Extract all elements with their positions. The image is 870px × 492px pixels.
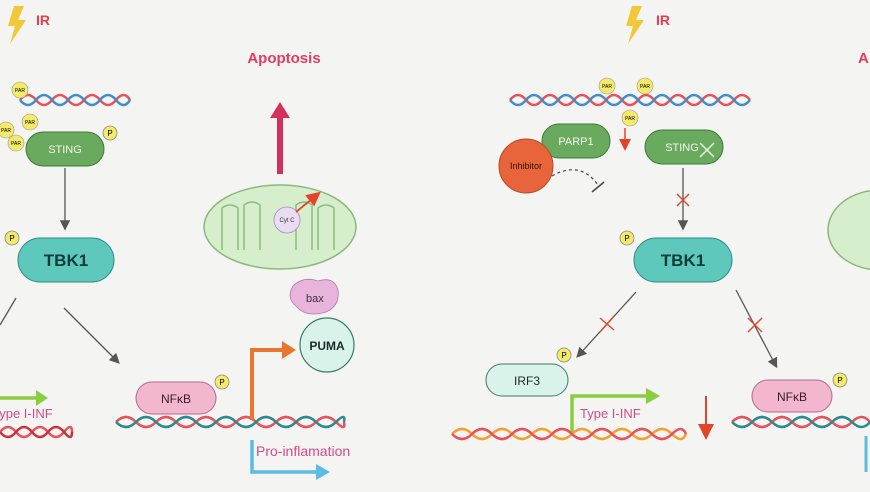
type-inf-label: Type I-INF	[580, 406, 641, 421]
dna-right-far-b	[731, 415, 870, 429]
nfkb-node	[751, 379, 833, 413]
apoptosis-arrow-shaft	[277, 116, 283, 174]
par-bubble	[0, 121, 15, 139]
dna-strand-top-a	[19, 93, 132, 107]
cyan-arrow	[250, 440, 318, 474]
phospho-label: P	[624, 234, 629, 243]
sting-label: STING	[48, 144, 82, 156]
inhibition-bar	[591, 181, 605, 193]
pro-inflammation-label: Pro-inflamation	[256, 443, 350, 459]
tbk1-node	[17, 237, 115, 283]
par-bubble	[11, 81, 29, 99]
cytc-label: Cyt C	[280, 218, 296, 224]
parp1-node	[541, 123, 611, 159]
nfkb-node	[135, 381, 217, 415]
tbk1-node	[633, 237, 733, 283]
orange-arrowhead	[282, 341, 296, 359]
nfkb-label: NFκB	[161, 392, 191, 406]
phospho-badge	[102, 125, 118, 141]
ir-label: IR	[656, 12, 670, 28]
cyan-arrowhead	[316, 464, 330, 480]
sting-label: STING	[665, 142, 699, 154]
phospho-label: P	[219, 378, 224, 387]
par-bubble	[21, 113, 39, 131]
dna-bottom-left-a	[0, 425, 74, 439]
parp1-label: PARP1	[558, 136, 593, 148]
phospho-label: P	[837, 376, 842, 385]
dna-right-top-a	[509, 93, 751, 107]
block-mark-icon	[747, 317, 763, 333]
par-label: PAR	[25, 120, 35, 126]
apoptosis-arrowhead	[270, 102, 290, 118]
phospho-label: P	[107, 129, 112, 138]
type-inf-label: Type I-INF	[0, 406, 53, 421]
par-label: PAR	[15, 88, 25, 94]
sting-node	[644, 129, 724, 165]
dna-right-bottom-b	[451, 427, 688, 441]
block-mark-icon	[676, 193, 690, 207]
apoptosis-partial-label: A	[858, 50, 869, 67]
par-label: PAR	[1, 128, 11, 134]
dna-right-far-a	[731, 415, 870, 429]
tbk1-label: TBK1	[661, 251, 705, 270]
par-bubble	[621, 109, 639, 127]
mitochondrion-partial	[827, 190, 870, 270]
lightning-icon	[8, 6, 26, 44]
par-bubble	[636, 77, 654, 95]
green-arrowhead	[36, 390, 48, 406]
puma-node	[299, 317, 355, 373]
block-mark-icon	[599, 315, 615, 333]
par-label: PAR	[625, 116, 635, 122]
arrow-tbk1-nfkb	[735, 289, 778, 369]
par-bubble	[598, 77, 616, 95]
puma-label: PUMA	[309, 339, 345, 353]
bax-label: bax	[306, 293, 324, 305]
phospho-badge	[619, 230, 635, 246]
nfkb-label: NFκB	[777, 390, 807, 404]
par-label: PAR	[602, 84, 612, 90]
par-bubble	[7, 134, 25, 152]
block-mark-icon	[699, 142, 715, 158]
arrow-tbk1-left	[0, 297, 17, 326]
bax-node	[289, 278, 339, 315]
dna-bottom-left-b	[0, 425, 74, 439]
dna-bottom-mid-b	[115, 415, 346, 429]
inhibitor-label: Inhibitor	[510, 161, 542, 171]
phospho-label: P	[9, 234, 14, 243]
phospho-badge	[214, 374, 230, 390]
phospho-label: P	[561, 351, 566, 360]
par-label: PAR	[640, 84, 650, 90]
dna-strand-top-b	[19, 93, 132, 107]
cytc-release-arrow	[295, 191, 321, 213]
tbk1-label: TBK1	[44, 251, 88, 270]
mito-cristae	[221, 201, 335, 250]
irf3-node	[485, 363, 569, 397]
phospho-badge	[556, 347, 572, 363]
irf3-label: IRF3	[514, 374, 540, 388]
par-label: PAR	[11, 141, 21, 147]
arrow-tbk1-nfkb	[63, 307, 120, 364]
apoptosis-label: Apoptosis	[247, 50, 320, 67]
sting-node	[25, 131, 105, 167]
phospho-badge	[4, 230, 20, 246]
ir-label: IR	[36, 12, 50, 28]
green-transcription-arrow	[570, 394, 648, 432]
green-arrowhead	[646, 388, 660, 404]
cytc-node	[273, 206, 301, 234]
phospho-badge	[832, 372, 848, 388]
inhibition-dashed	[551, 169, 599, 186]
dna-right-top-b	[509, 93, 751, 107]
orange-transcription-arrow	[250, 348, 284, 420]
inhibitor-node	[498, 138, 554, 194]
lightning-icon	[626, 6, 644, 44]
